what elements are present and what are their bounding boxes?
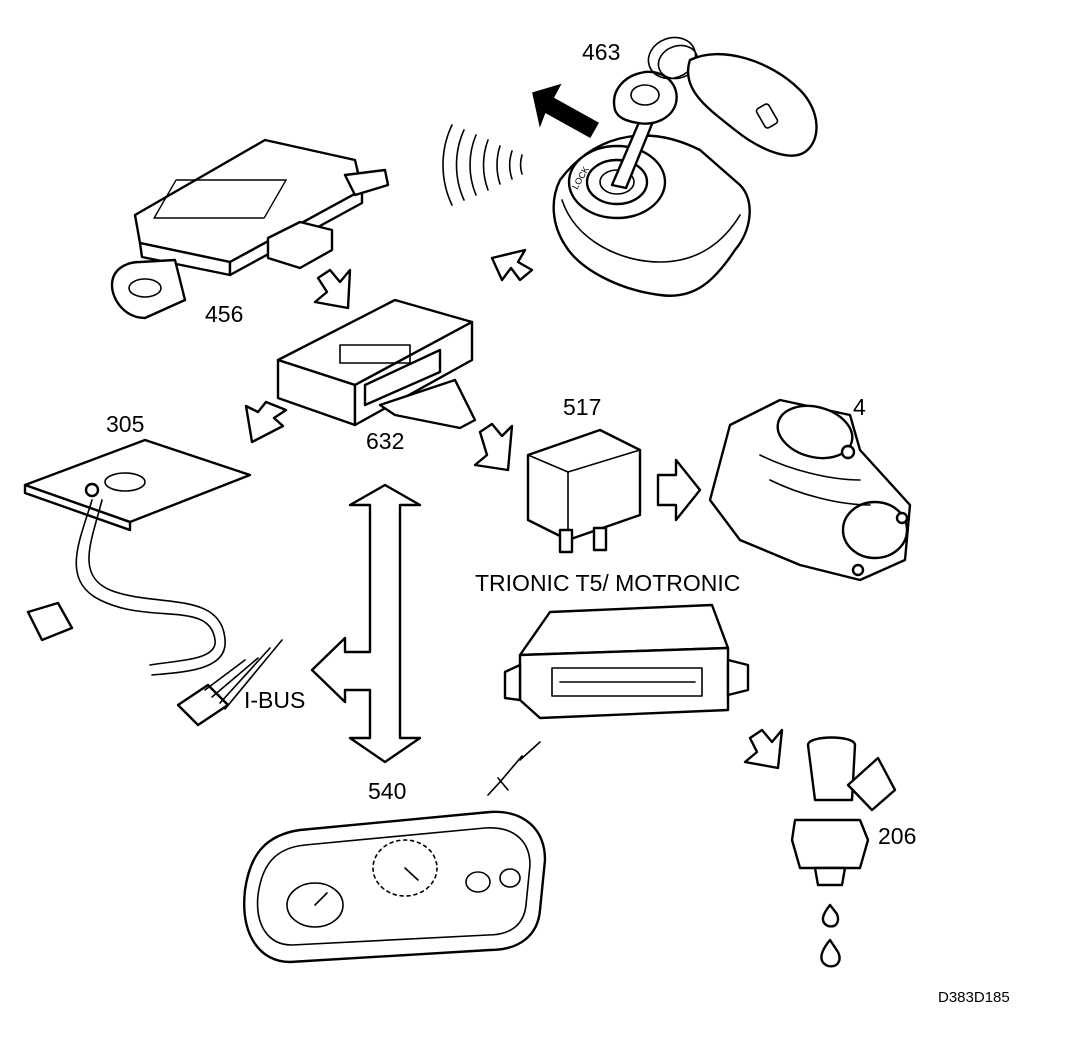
label-632: 632 bbox=[366, 428, 404, 454]
label-463: 463 bbox=[582, 39, 620, 65]
arrow-456-to-632 bbox=[313, 268, 352, 310]
arrow-632-to-517 bbox=[473, 422, 514, 472]
label-4: 4 bbox=[853, 394, 866, 420]
figure-code: D383D185 bbox=[938, 989, 1010, 1006]
arrow-ecu-to-206 bbox=[743, 728, 784, 770]
antenna-plate-icon bbox=[23, 438, 252, 676]
instrument-cluster-icon bbox=[243, 810, 547, 964]
relay-icon bbox=[526, 428, 642, 554]
arrow-632-to-305 bbox=[244, 400, 288, 444]
control-unit-icon bbox=[276, 298, 477, 430]
label-i-bus: I-BUS bbox=[244, 687, 305, 713]
flow-arrows bbox=[244, 248, 784, 770]
probe-icon bbox=[487, 741, 541, 796]
label-305: 305 bbox=[106, 411, 144, 437]
fuel-injector-icon bbox=[790, 736, 897, 968]
arrow-517-to-4 bbox=[656, 458, 702, 522]
label-517: 517 bbox=[563, 394, 601, 420]
starter-motor-icon bbox=[708, 398, 912, 582]
label-206: 206 bbox=[878, 823, 916, 849]
ecu-icon bbox=[503, 603, 750, 720]
arrow-463-to-632 bbox=[490, 248, 534, 282]
label-540: 540 bbox=[368, 778, 406, 804]
ignition-key-icon: LOCK bbox=[442, 36, 818, 297]
control-module-icon bbox=[110, 138, 390, 320]
label-456: 456 bbox=[205, 301, 243, 327]
bus-double-arrow bbox=[310, 483, 422, 764]
label-ecu: TRIONIC T5/ MOTRONIC bbox=[475, 570, 740, 596]
bus-connector-icon bbox=[176, 639, 283, 727]
